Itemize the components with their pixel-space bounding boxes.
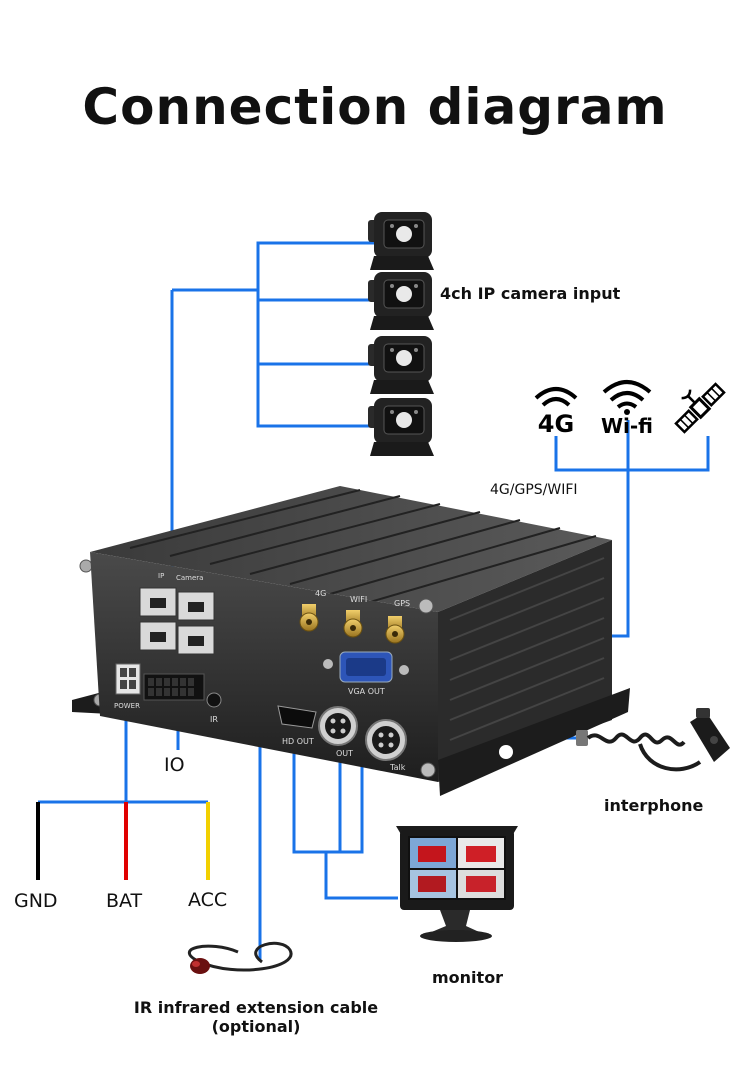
talk-port-label: Talk <box>389 763 406 772</box>
out-port-label: OUT <box>336 749 353 758</box>
gps-port-label: GPS <box>394 599 410 608</box>
4g-signal-icon: 4G <box>534 387 578 438</box>
antenna-connectors <box>299 604 405 644</box>
gps-satellite-icon <box>674 382 726 434</box>
wifi-icon-text: Wi-fi <box>601 414 653 438</box>
interphone-label: interphone <box>604 796 704 815</box>
wifi-icon: Wi-fi <box>601 380 653 438</box>
power-io-connectors <box>115 663 222 708</box>
io-label: IO <box>164 754 185 776</box>
camera-input-label: 4ch IP camera input <box>440 284 621 303</box>
power-port-label: POWER <box>114 702 140 710</box>
ip-camera-4 <box>368 398 434 456</box>
interphone-handset <box>576 708 730 772</box>
ir-port-label: IR <box>210 715 218 724</box>
mdvr-device: IP Camera 4G WIFI GPS VGA OUT <box>72 486 630 796</box>
wireless-label: 4G/GPS/WIFI <box>490 482 578 498</box>
gnd-label: GND <box>14 890 58 912</box>
ip-camera-1 <box>368 212 434 270</box>
ip-camera-3 <box>368 336 434 394</box>
acc-label: ACC <box>188 889 228 911</box>
4g-icon-text: 4G <box>538 410 574 438</box>
monitor-label: monitor <box>432 968 504 987</box>
vga-port <box>323 651 409 683</box>
monitor-wiring <box>292 690 398 900</box>
ir-extension-cable <box>187 941 293 974</box>
wifi-port-label: WIFI <box>350 595 367 604</box>
bat-label: BAT <box>106 890 143 912</box>
ip-camera-2 <box>368 272 434 330</box>
ip-port-label: IP <box>158 572 164 580</box>
ir-cable-label: IR infrared extension cable (optional) <box>96 998 416 1036</box>
ir-cable-label-line2: (optional) <box>211 1017 301 1036</box>
power-wires <box>36 802 210 880</box>
camera-port-label: Camera <box>176 574 203 582</box>
vga-port-label: VGA OUT <box>348 687 385 696</box>
4g-port-label: 4G <box>315 589 326 598</box>
ip-camera-ports <box>139 587 215 655</box>
ir-cable-label-line1: IR infrared extension cable <box>133 998 379 1017</box>
output-ports <box>277 705 407 761</box>
hd-out-port-label: HD OUT <box>282 737 314 746</box>
page-title: Connection diagram <box>82 78 668 136</box>
monitor-device <box>396 826 518 942</box>
